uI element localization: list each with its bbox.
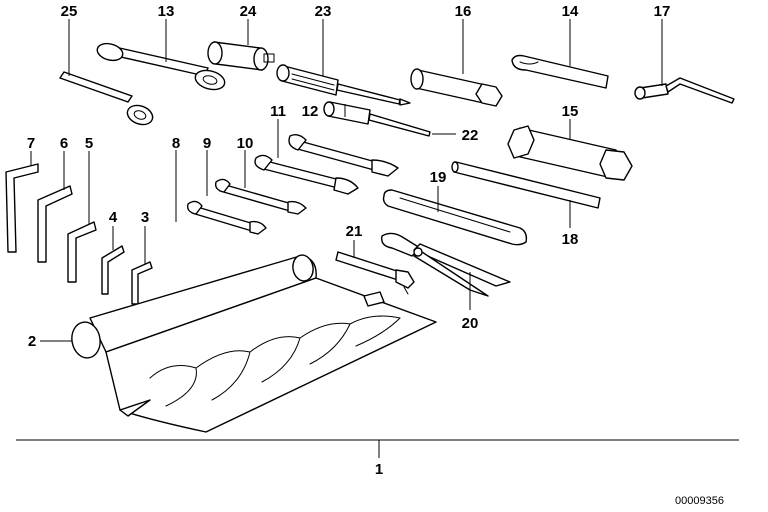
part-5-allen-key	[67, 151, 97, 283]
callout-23: 23	[315, 3, 332, 20]
callout-14: 14	[562, 3, 579, 20]
callout-18: 18	[562, 231, 579, 248]
callout-2: 2	[28, 333, 36, 350]
part-21-punch	[335, 240, 415, 295]
part-25-ring-wrench	[59, 19, 154, 126]
part-8-small-wrench	[175, 150, 267, 235]
part-7-allen-key	[5, 151, 39, 253]
callout-3: 3	[141, 209, 149, 226]
callout-16: 16	[455, 3, 472, 20]
part-3-allen-key	[131, 226, 153, 305]
part-9-small-wrench	[206, 150, 307, 215]
callout-11: 11	[270, 103, 286, 120]
part-19-flat-tool	[382, 186, 528, 246]
part-2-tool-roll	[40, 254, 437, 433]
callout-8: 8	[172, 135, 180, 152]
callout-15: 15	[562, 103, 579, 120]
part-23-screwdriver	[276, 19, 411, 106]
part-12-small-screwdriver	[323, 101, 456, 137]
callout-10: 10	[237, 135, 254, 152]
callout-9: 9	[203, 135, 211, 152]
assembly-bracket	[16, 439, 739, 458]
part-4-allen-key	[101, 226, 125, 295]
callout-24: 24	[240, 3, 257, 20]
part-11-open-end-wrench	[277, 119, 399, 177]
part-15-large-box-spanner	[507, 119, 633, 181]
callout-6: 6	[60, 135, 68, 152]
part-18-bar	[451, 161, 601, 228]
callout-25: 25	[61, 3, 78, 20]
part-6-allen-key	[37, 151, 73, 263]
part-16-box-spanner	[410, 19, 503, 107]
callout-7: 7	[27, 135, 35, 152]
callout-12: 12	[302, 103, 319, 120]
callout-21: 21	[346, 223, 363, 240]
callout-4: 4	[109, 209, 118, 226]
part-20-pliers	[381, 232, 511, 310]
callout-20: 20	[462, 315, 479, 332]
part-10-open-end-wrench	[244, 150, 359, 195]
part-14-hook-wrench	[511, 19, 609, 89]
document-id: 00009356	[675, 495, 724, 507]
callout-19: 19	[430, 169, 447, 186]
callout-17: 17	[654, 3, 671, 20]
part-17-l-socket-key	[634, 19, 735, 104]
part-13-double-ring-wrench	[96, 19, 226, 91]
callout-13: 13	[158, 3, 175, 20]
callout-22: 22	[462, 127, 479, 144]
part-24-socket	[207, 19, 275, 71]
callout-5: 5	[85, 135, 93, 152]
callout-1: 1	[375, 461, 383, 478]
